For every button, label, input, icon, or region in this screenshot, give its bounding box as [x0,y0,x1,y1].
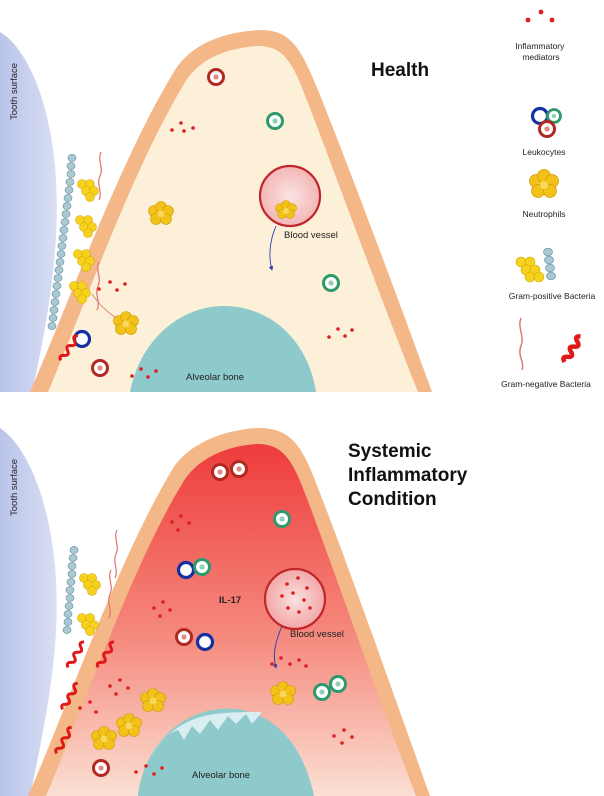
gram-positive-clusters-inflamed [77,573,101,636]
leukocyte-green-inflamed-1 [273,510,291,528]
legend-gram-negative-label: Gram-negative Bacteria [501,379,591,389]
neutrophil-inflamed-1 [140,688,166,712]
neutrophil-health-1 [148,201,174,225]
alveolar-bone-health [130,306,316,392]
vessel-label-inflamed: Blood vessel [290,629,344,640]
gram-negative-thin-inflamed-1 [114,529,118,579]
gram-negative-thin-inflamed-2 [108,569,112,619]
tooth-surface-inflamed [0,428,57,796]
legend-gram-positive-icon [515,247,556,283]
neutrophil-health-2 [113,311,139,335]
gingiva-tissue-inflamed [46,444,416,796]
leukocyte-red-inflamed-3 [175,628,193,646]
blood-vessel-inflamed [263,567,327,631]
legend-mediators-icon [525,9,555,23]
vessel-neutrophil-health [275,200,297,219]
leukocyte-green-inflamed-2 [193,558,211,576]
legend-leukocytes-icon [530,106,562,138]
leukocyte-green-inflamed-4 [329,675,347,693]
bone-label-health: Alveolar bone [186,372,244,383]
gram-positive-clusters-health [69,179,99,304]
gram-negative-spirals-inflamed [54,640,115,755]
panel-title-health: Health [371,60,429,81]
gram-negative-thin-health-2 [96,261,100,311]
panel-systemic-inflammatory: Tooth surface Alveolar bone Blood vessel… [0,428,473,796]
gram-positive-chain-health [47,154,77,330]
leukocyte-green-health-2 [322,274,340,292]
gram-negative-spiral-health [58,334,79,361]
migration-arrow-health [268,225,277,271]
blood-vessel-health [258,164,322,228]
gram-negative-thin-health-1 [98,151,102,201]
vessel-label-health: Blood vessel [284,230,338,241]
legend-gram-negative-icon [519,317,581,371]
neutrophil-inflamed-3 [91,726,117,750]
tooth-surface-label-health: Tooth surface [9,63,20,120]
legend-neutrophils-icon [529,169,559,198]
leukocyte-red-inflamed-4 [92,759,110,777]
tooth-surface-health [0,32,57,392]
mediators-health [97,121,354,379]
migration-arrow-inflamed [272,625,283,669]
vessel-mediators-inflamed [280,576,312,614]
panel-title-inflamed: Systemic Inflammatory Condition [348,441,473,510]
neutrophil-inflamed-2 [116,713,142,737]
panel-health: Tooth surface Alveolar bone Blood vessel [0,30,440,394]
leukocyte-green-health-1 [266,112,284,130]
legend-gram-positive-label: Gram-positive Bacteria [509,291,596,301]
legend-mediators-label: Inflammatory mediators [515,41,567,62]
tooth-surface-label-inflamed: Tooth surface [9,459,20,516]
il17-label: IL-17 [219,595,241,606]
neutrophil-inflamed-4 [270,681,296,705]
leukocyte-green-inflamed-3 [313,683,331,701]
gram-positive-chain-inflamed [62,546,79,634]
leukocyte-red-health-2 [91,359,109,377]
legend-neutrophils-label: Neutrophils [523,209,566,219]
mediators-inflamed [78,514,354,776]
legend-leukocytes-label: Leukocytes [523,147,566,157]
bone-resorption-edge [150,712,262,760]
leukocyte-red-inflamed-1 [211,463,229,481]
leukocyte-red-inflamed-2 [230,460,248,478]
leukocyte-blue-inflamed-1 [176,560,196,580]
bone-label-inflamed: Alveolar bone [192,770,250,781]
leukocyte-blue-health-1 [72,329,92,349]
legend: Inflammatory mediators Leukocytes Neutro… [501,9,596,389]
gingiva-tissue-health [48,46,418,392]
leukocyte-red-health-1 [207,68,225,86]
leukocyte-blue-inflamed-2 [195,632,215,652]
neutrophil-tether-health [91,293,117,319]
